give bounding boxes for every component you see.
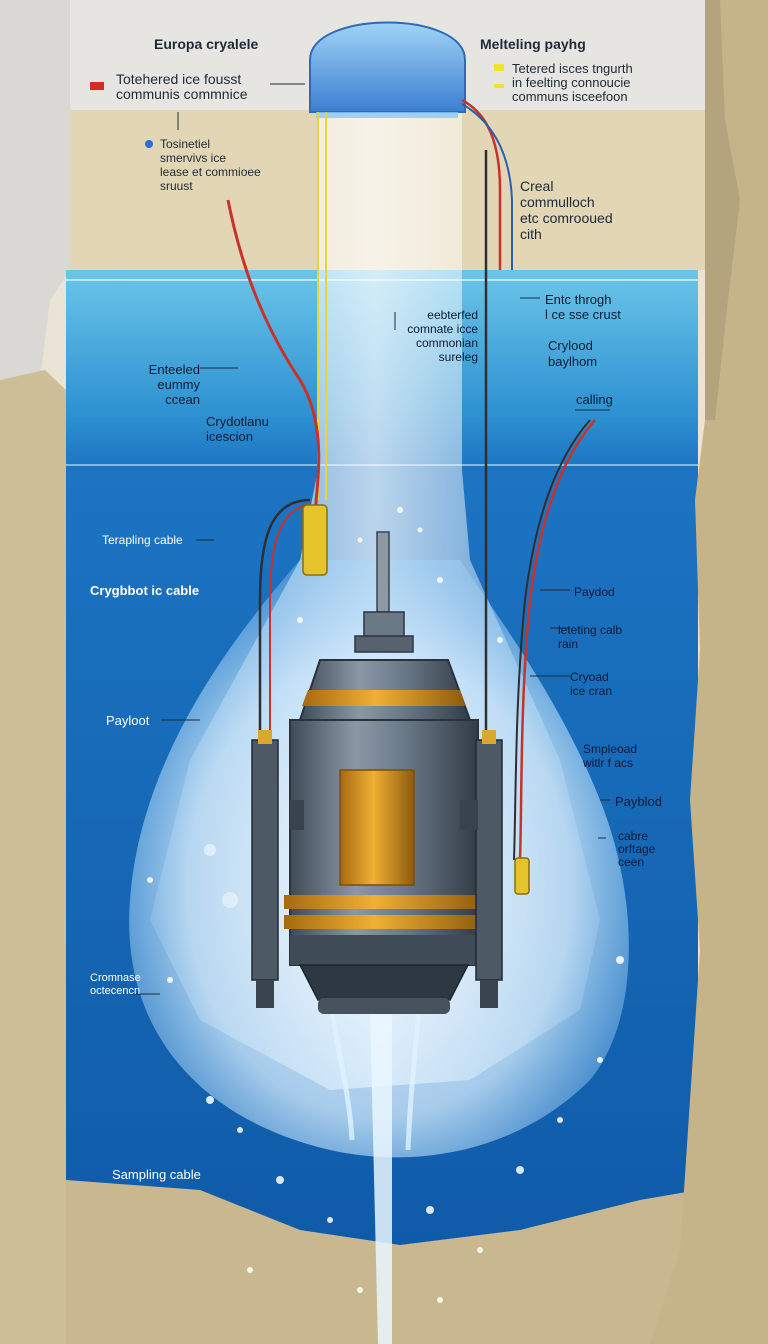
- bubbles: [147, 507, 624, 1303]
- probe-icon: [251, 531, 503, 1014]
- payblod-label: Payblod: [615, 794, 662, 809]
- legend-yellow-swatch: [494, 64, 504, 71]
- cryolood-label: Crylood baylhom: [548, 338, 598, 369]
- smpleoad-label: Smpleoad witlr f acs: [583, 742, 638, 770]
- cryoad-label: Cryoad ice cran: [570, 670, 613, 698]
- legend-red-swatch: [90, 82, 104, 90]
- top-right-title: Melteling payhg: [480, 36, 586, 52]
- right-rock-wall: [650, 0, 768, 1344]
- terapling-label: Terapling cable: [102, 533, 183, 547]
- right-note: Creal commulloch etc comrooued cith: [520, 178, 613, 242]
- center-note: eebterfed comnate icce commonian sureleg: [407, 308, 478, 364]
- red-cable: [226, 199, 321, 521]
- legend-blue-dot: [145, 140, 153, 148]
- payloot-label: Payloot: [106, 713, 150, 728]
- cabre-label: cabre orftage ceen: [618, 829, 656, 869]
- cable-connector: [302, 504, 328, 576]
- left-rock-wall: [0, 370, 210, 1344]
- cromnase-label: Cromnase octecencn: [90, 972, 141, 997]
- top-left-title: Europa cryalele: [154, 36, 259, 52]
- crygbbotic-label: Crygbbot ic cable: [90, 583, 200, 598]
- legend-left-text: Totehered ice fousst communis commnice: [116, 71, 248, 102]
- enter-through-label: Entc throgh l ce sse crust: [545, 292, 621, 322]
- cryodtoma-label: Crydotlanu icescion: [206, 414, 269, 444]
- paydod-label: Paydod: [574, 585, 615, 599]
- entered-ocean-label: Enteeled eummy ccean: [148, 362, 200, 407]
- left-note: Tosinetiel smervivs ice lease et commioe…: [160, 137, 261, 193]
- calling-label: calling: [576, 392, 613, 407]
- sampling-label: Sampling cable: [112, 1167, 201, 1182]
- left-ice-wall: [0, 0, 70, 400]
- leteting-label: leteting calb rain: [558, 623, 623, 651]
- cryobot-dome-icon: [309, 21, 466, 113]
- legend-right-text: Tetered isces tngurth in feelting connou…: [512, 61, 633, 104]
